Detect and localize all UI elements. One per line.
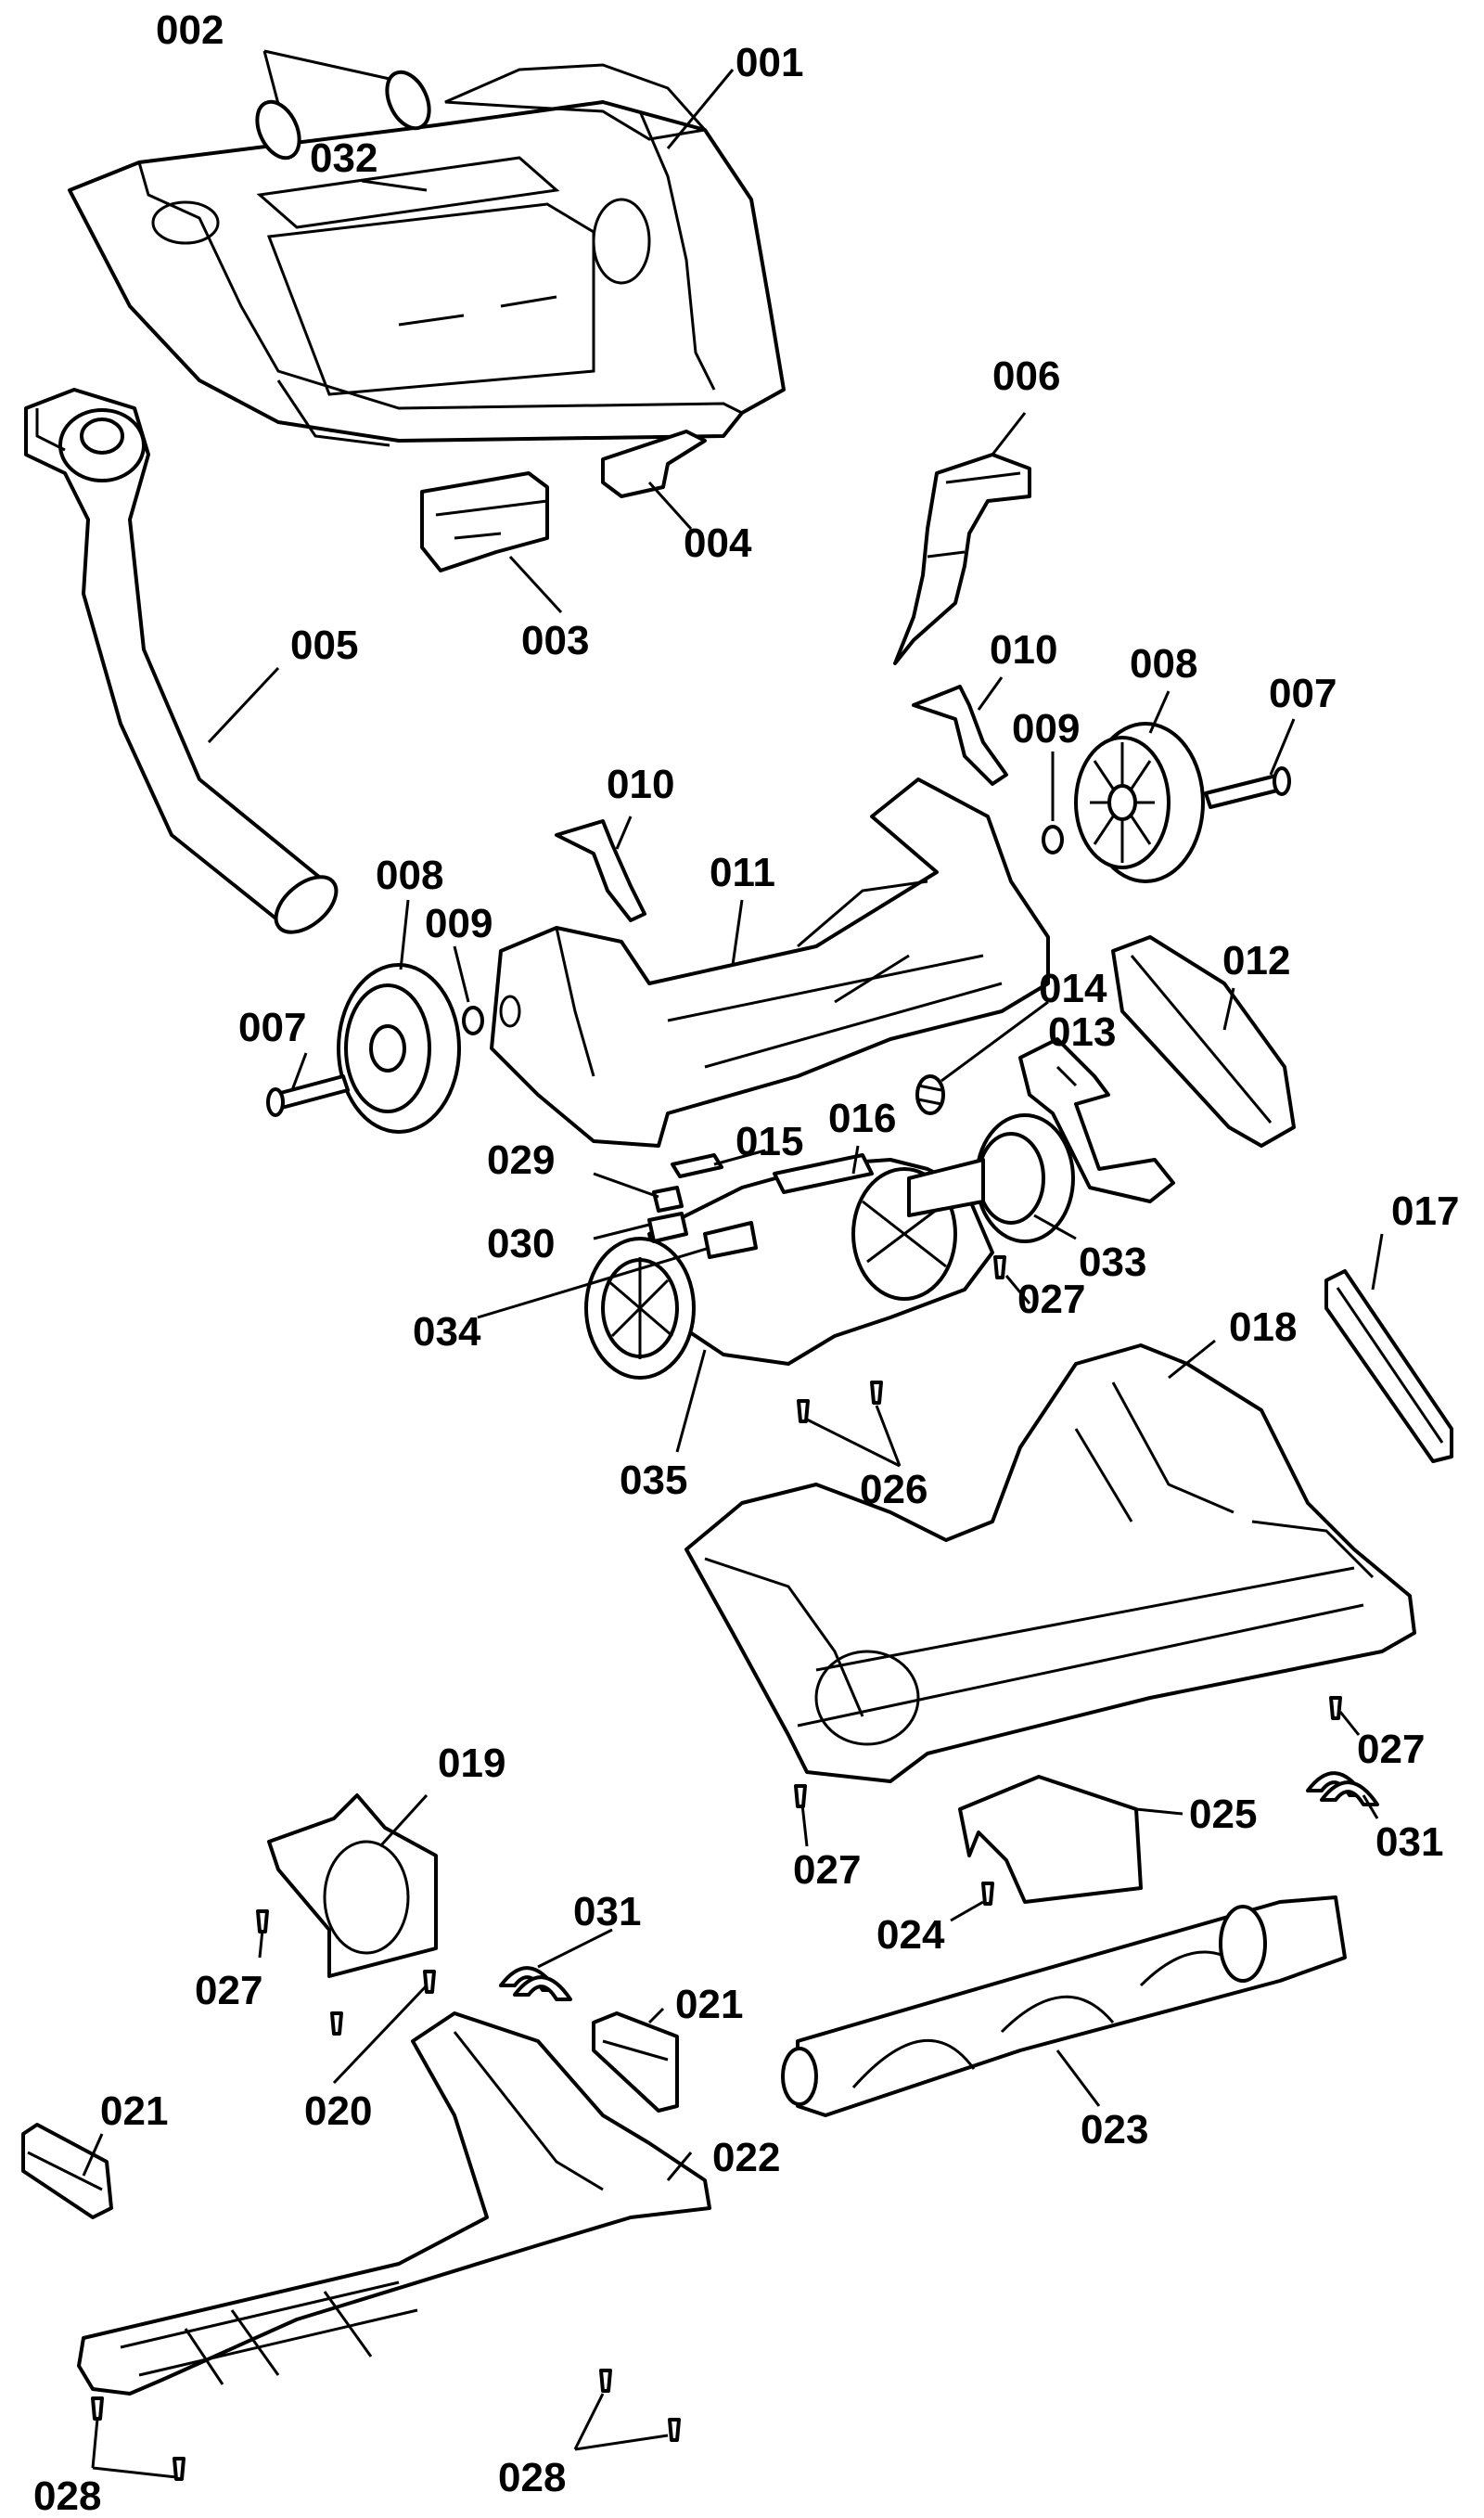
label-007-right: 007	[1269, 671, 1337, 716]
label-028-left: 028	[33, 2473, 101, 2513]
label-001: 001	[736, 40, 803, 85]
label-034: 034	[413, 1309, 481, 1355]
part-021-bumper-left	[21, 2123, 113, 2219]
label-012: 012	[1222, 938, 1290, 983]
part-017-belt	[1324, 1269, 1453, 1463]
label-008-left: 008	[376, 853, 443, 898]
label-032: 032	[310, 135, 377, 181]
part-013-lever	[1018, 1037, 1175, 1203]
label-017: 017	[1391, 1188, 1459, 1234]
part-032-top-panel	[256, 156, 560, 229]
label-013: 013	[1048, 1009, 1116, 1055]
label-027-motor: 027	[1017, 1277, 1085, 1322]
part-010-clip-right	[912, 685, 1008, 786]
label-010-left: 010	[607, 762, 674, 807]
label-027-base: 027	[1357, 1727, 1425, 1772]
part-022-baseplate	[77, 2011, 711, 2396]
label-035: 035	[620, 1458, 687, 1503]
label-020: 020	[304, 2088, 372, 2134]
label-007-left: 007	[238, 1005, 306, 1050]
part-007-axle-right	[1204, 766, 1291, 809]
part-002-caps	[255, 70, 431, 161]
part-011-chassis	[490, 777, 1050, 1148]
label-014: 014	[1039, 966, 1107, 1011]
part-023-brushroll	[781, 1895, 1347, 2117]
part-008-wheel-right	[1074, 722, 1205, 883]
label-016: 016	[828, 1096, 896, 1141]
part-006-pedal	[893, 453, 1031, 665]
label-027-cover: 027	[793, 1847, 861, 1893]
label-006: 006	[992, 353, 1060, 399]
label-021-right: 021	[675, 1982, 743, 2027]
part-004-switch	[601, 430, 707, 498]
label-021-left: 021	[100, 2088, 168, 2134]
label-018: 018	[1229, 1304, 1297, 1350]
part-025-cover	[958, 1775, 1143, 1904]
part-007-axle-left	[266, 1074, 350, 1117]
label-005: 005	[290, 623, 358, 668]
part-005-hose	[24, 388, 339, 934]
label-028-right: 028	[498, 2455, 566, 2500]
part-031-clip-right	[1306, 1771, 1379, 1806]
label-004: 004	[684, 520, 752, 566]
part-015-tab	[671, 1153, 723, 1178]
part-021-bumper-right	[592, 2011, 679, 2113]
label-003: 003	[521, 618, 589, 663]
label-015: 015	[736, 1119, 803, 1164]
label-008-right: 008	[1130, 641, 1197, 687]
label-030: 030	[487, 1221, 555, 1266]
part-009-nut-left	[462, 1006, 484, 1035]
label-019: 019	[438, 1741, 505, 1786]
label-033: 033	[1079, 1240, 1146, 1285]
label-027-duct: 027	[195, 1968, 262, 2013]
part-008-wheel-left	[337, 963, 461, 1134]
label-010-right: 010	[990, 627, 1057, 673]
part-035-motor	[584, 1158, 994, 1380]
part-019-duct	[267, 1793, 438, 1978]
label-022: 022	[712, 2135, 780, 2180]
label-011: 011	[710, 850, 775, 895]
part-012-belt-cover	[1111, 935, 1296, 1148]
part-010-clip-left	[555, 819, 646, 922]
label-002: 002	[156, 7, 224, 53]
label-026: 026	[860, 1467, 928, 1512]
part-016-bracket	[773, 1153, 874, 1194]
label-009-left: 009	[425, 901, 493, 946]
part-001-hood	[68, 63, 786, 447]
part-029-terminal	[652, 1186, 684, 1213]
part-003-latch	[420, 471, 549, 572]
part-030-terminal	[647, 1212, 688, 1243]
part-018-base	[684, 1343, 1416, 1783]
part-033-fan-housing	[907, 1113, 1075, 1243]
label-009-right: 009	[1012, 706, 1080, 752]
part-031-clip-left	[499, 1966, 572, 2001]
screws	[91, 1255, 1342, 2481]
label-029: 029	[487, 1137, 555, 1183]
part-labels: 001 002 032 006 004 003 005 010 008 007 …	[33, 7, 1459, 2518]
part-009-nut-right	[1042, 825, 1064, 854]
label-023: 023	[1081, 2107, 1148, 2152]
label-025: 025	[1189, 1792, 1257, 1837]
label-031-left: 031	[573, 1889, 641, 1934]
part-014-spring	[915, 1074, 945, 1115]
leader-lines	[82, 49, 1384, 2479]
label-031-right: 031	[1375, 1819, 1443, 1865]
label-024: 024	[876, 1912, 945, 1958]
